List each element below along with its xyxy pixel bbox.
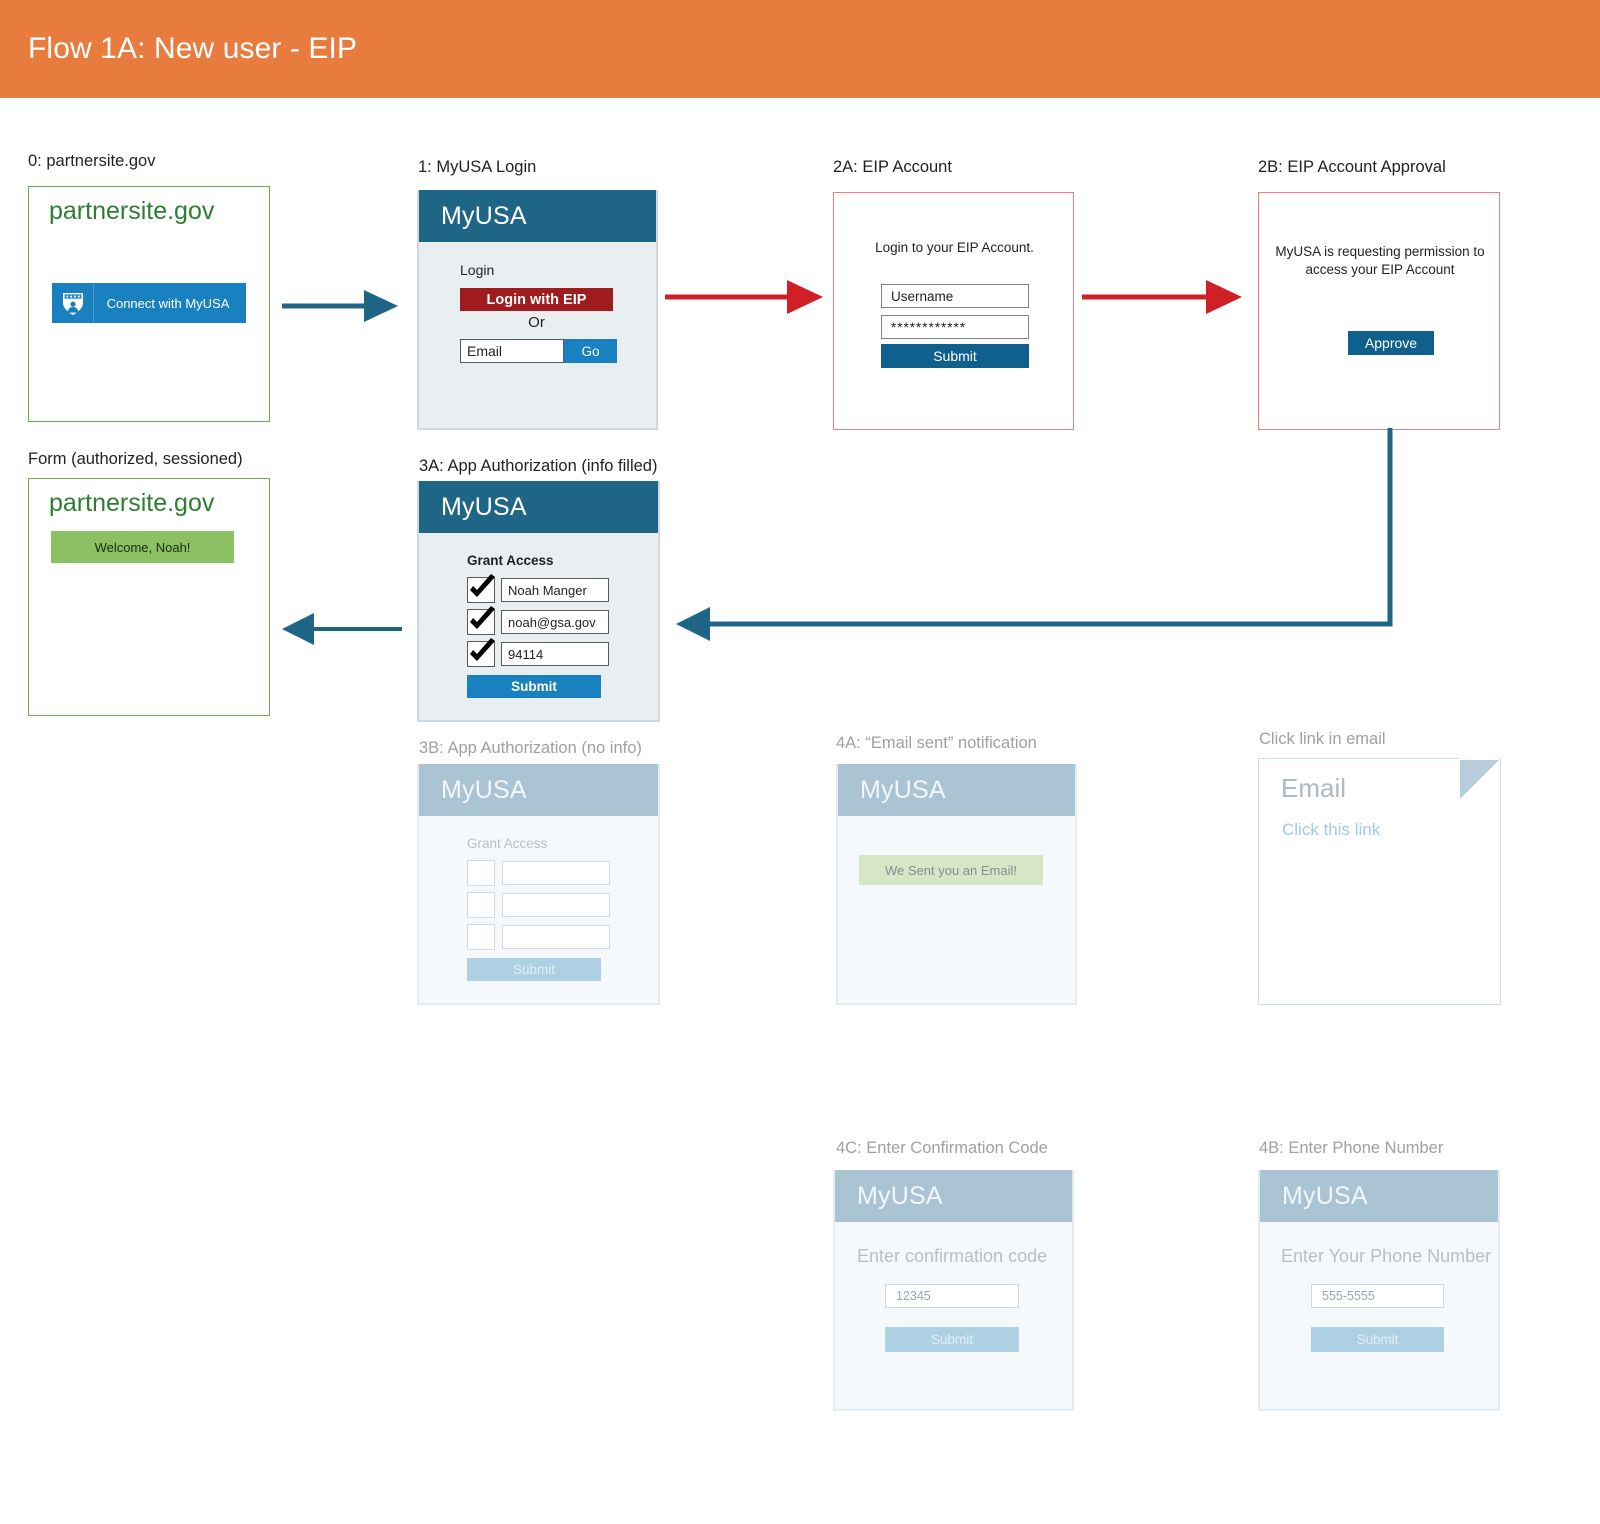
grant-row — [467, 860, 610, 886]
grant-checkbox[interactable] — [467, 638, 495, 667]
grant-access-heading: Grant Access — [467, 836, 548, 851]
confirmation-code-input[interactable]: 12345 — [885, 1284, 1019, 1308]
approve-button[interactable]: Approve — [1348, 331, 1434, 355]
grant-checkbox[interactable] — [467, 892, 495, 918]
grant-checkbox[interactable] — [467, 574, 495, 603]
grant-row: 94114 — [467, 638, 609, 667]
go-button[interactable]: Go — [564, 339, 617, 363]
eip-username-input[interactable]: Username — [881, 284, 1029, 308]
app-auth-body: Grant Access Noah Manger noah@gsa.gov — [419, 533, 658, 720]
card-eip-approval: MyUSA is requesting permission to access… — [1258, 192, 1500, 430]
myusa-wordmark: MyUSA — [860, 775, 946, 804]
card-label-app-auth-filled: 3A: App Authorization (info filled) — [419, 457, 658, 475]
card-label-eip-approval: 2B: EIP Account Approval — [1258, 158, 1446, 176]
confirmation-code-submit-button[interactable]: Submit — [885, 1327, 1019, 1352]
grant-value-zip[interactable] — [502, 925, 610, 949]
myusa-header-bar: MyUSA — [419, 764, 658, 816]
login-heading: Login — [460, 262, 495, 278]
myusa-header-bar: MyUSA — [1260, 1170, 1498, 1222]
eip-login-prompt: Login to your EIP Account. — [875, 240, 1034, 255]
card-eip-account: Login to your EIP Account. Username ****… — [833, 192, 1074, 430]
myusa-wordmark: MyUSA — [441, 775, 527, 804]
or-divider-text: Or — [528, 314, 545, 331]
app-auth-submit-button[interactable]: Submit — [467, 675, 601, 698]
card-label-app-auth-empty: 3B: App Authorization (no info) — [419, 739, 642, 757]
connect-with-myusa-button[interactable]: Connect with MyUSA — [52, 283, 246, 323]
arrow-approval-to-app-auth — [676, 428, 1393, 641]
approval-prompt-line2: access your EIP Account — [1305, 262, 1455, 277]
partnersite-title: partnersite.gov — [49, 197, 215, 225]
grant-checkbox[interactable] — [467, 606, 495, 635]
app-auth-submit-button[interactable]: Submit — [467, 958, 601, 981]
phone-number-body: Enter Your Phone Number 555-5555 Submit — [1260, 1222, 1498, 1409]
arrow-eip-account-to-approval — [1082, 280, 1242, 314]
card-confirmation-code: MyUSA Enter confirmation code 12345 Subm… — [833, 1170, 1074, 1411]
confirmation-code-prompt: Enter confirmation code — [857, 1246, 1048, 1266]
card-partnersite: partnersite.gov Connect with MyUSA — [28, 186, 270, 422]
eip-password-input[interactable]: ************ — [881, 315, 1029, 339]
card-phone-number: MyUSA Enter Your Phone Number 555-5555 S… — [1258, 1170, 1500, 1411]
fold-top-mask — [1459, 758, 1500, 760]
shield-icon — [52, 283, 94, 323]
phone-number-input[interactable]: 555-5555 — [1311, 1284, 1444, 1308]
app-auth-empty-body: Grant Access Submit — [419, 816, 658, 1003]
card-label-confirmation-code: 4C: Enter Confirmation Code — [836, 1139, 1048, 1157]
myusa-wordmark: MyUSA — [857, 1181, 943, 1210]
phone-number-prompt: Enter Your Phone Number — [1281, 1246, 1492, 1266]
myusa-header-bar: MyUSA — [419, 481, 658, 533]
grant-row — [467, 924, 610, 950]
email-link[interactable]: Click this link — [1282, 820, 1381, 839]
myusa-wordmark: MyUSA — [1282, 1181, 1368, 1210]
phone-number-submit-button[interactable]: Submit — [1311, 1327, 1444, 1352]
page-fold-corner-icon — [1460, 759, 1500, 799]
grant-row: noah@gsa.gov — [467, 606, 609, 635]
card-email-sent: MyUSA We Sent you an Email! — [836, 764, 1077, 1005]
grant-value-name[interactable] — [502, 861, 610, 885]
card-label-phone-number: 4B: Enter Phone Number — [1259, 1139, 1444, 1157]
email-sent-toast: We Sent you an Email! — [859, 855, 1043, 885]
eip-submit-button[interactable]: Submit — [881, 344, 1029, 368]
confirmation-code-body: Enter confirmation code 12345 Submit — [835, 1222, 1072, 1409]
welcome-banner: Welcome, Noah! — [51, 531, 234, 563]
grant-value-zip[interactable]: 94114 — [501, 642, 609, 666]
grant-checkbox[interactable] — [467, 924, 495, 950]
grant-value-email[interactable]: noah@gsa.gov — [501, 610, 609, 634]
card-label-eip-account: 2A: EIP Account — [833, 158, 952, 176]
email-heading: Email — [1281, 773, 1347, 803]
grant-row: Noah Manger — [467, 574, 609, 603]
myusa-wordmark: MyUSA — [441, 492, 527, 521]
card-myusa-login: MyUSA Login Login with EIP Or Email Go — [417, 190, 658, 430]
myusa-login-body: Login Login with EIP Or Email Go — [419, 242, 656, 428]
approval-prompt-line1: MyUSA is requesting permission to — [1275, 244, 1485, 259]
card-email-note: Email Click this link — [1258, 758, 1501, 1005]
grant-value-email[interactable] — [502, 893, 610, 917]
grant-access-heading: Grant Access — [467, 553, 554, 568]
arrow-login-to-eip-account — [665, 280, 823, 314]
arrow-app-auth-to-form — [282, 613, 402, 645]
connect-button-label: Connect with MyUSA — [106, 295, 230, 311]
card-label-email-sent: 4A: “Email sent” notification — [836, 734, 1037, 752]
myusa-header-bar: MyUSA — [835, 1170, 1072, 1222]
card-label-click-link: Click link in email — [1259, 730, 1386, 748]
myusa-header-bar: MyUSA — [838, 764, 1075, 816]
grant-value-name[interactable]: Noah Manger — [501, 578, 609, 602]
grant-row — [467, 892, 610, 918]
card-app-auth-empty: MyUSA Grant Access Submit — [417, 764, 660, 1005]
arrow-partnersite-to-login — [282, 290, 398, 322]
card-label-form-sessioned: Form (authorized, sessioned) — [28, 450, 243, 468]
card-label-myusa-login: 1: MyUSA Login — [418, 158, 537, 176]
title-banner: Flow 1A: New user - EIP — [0, 0, 1600, 98]
myusa-header-bar: MyUSA — [419, 190, 656, 242]
page-title: Flow 1A: New user - EIP — [28, 32, 358, 65]
myusa-wordmark: MyUSA — [441, 201, 527, 230]
email-sent-body: We Sent you an Email! — [838, 816, 1075, 1003]
login-with-eip-button[interactable]: Login with EIP — [460, 288, 613, 311]
card-label-partnersite: 0: partnersite.gov — [28, 152, 156, 170]
form-site-title: partnersite.gov — [49, 489, 215, 517]
card-form-sessioned: partnersite.gov Welcome, Noah! — [28, 478, 270, 716]
grant-checkbox[interactable] — [467, 860, 495, 886]
email-input[interactable]: Email — [460, 339, 564, 363]
card-app-auth-filled: MyUSA Grant Access Noah Manger noah@gsa.… — [417, 481, 660, 722]
email-login-row: Email Go — [460, 339, 617, 363]
